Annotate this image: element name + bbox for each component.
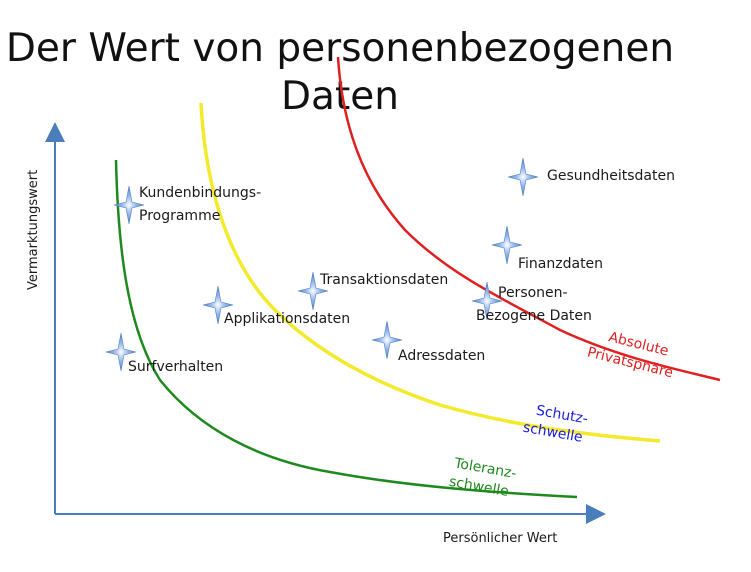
applikationsdaten-label: Applikationsdaten	[224, 311, 350, 327]
schutzschwelle-curve	[199, 102, 661, 443]
gesundheitsdaten-label: Gesundheitsdaten	[547, 168, 675, 184]
kundenbindung-label-1: Kundenbindungs-	[139, 185, 261, 201]
y-axis-label: Vermarktungswert	[26, 170, 41, 290]
surfverhalten-label: Surfverhalten	[128, 359, 223, 375]
personen-label-1: Personen-	[498, 285, 568, 301]
title-line-1: Der Wert von personenbezogenen	[5, 26, 675, 71]
gesundheitsdaten-star-icon	[507, 157, 539, 197]
finanzdaten-label: Finanzdaten	[518, 256, 603, 272]
adressdaten-label: Adressdaten	[398, 348, 485, 364]
transaktionsdaten-label: Transaktionsdaten	[319, 272, 448, 288]
privatsphaere-curve	[336, 56, 721, 382]
toleranzschwelle-curve	[114, 159, 578, 499]
x-axis-label: Persönlicher Wert	[443, 531, 557, 546]
kundenbindung-label-2: Programme	[139, 208, 220, 224]
personen-label-2: Bezogene Daten	[476, 308, 592, 324]
